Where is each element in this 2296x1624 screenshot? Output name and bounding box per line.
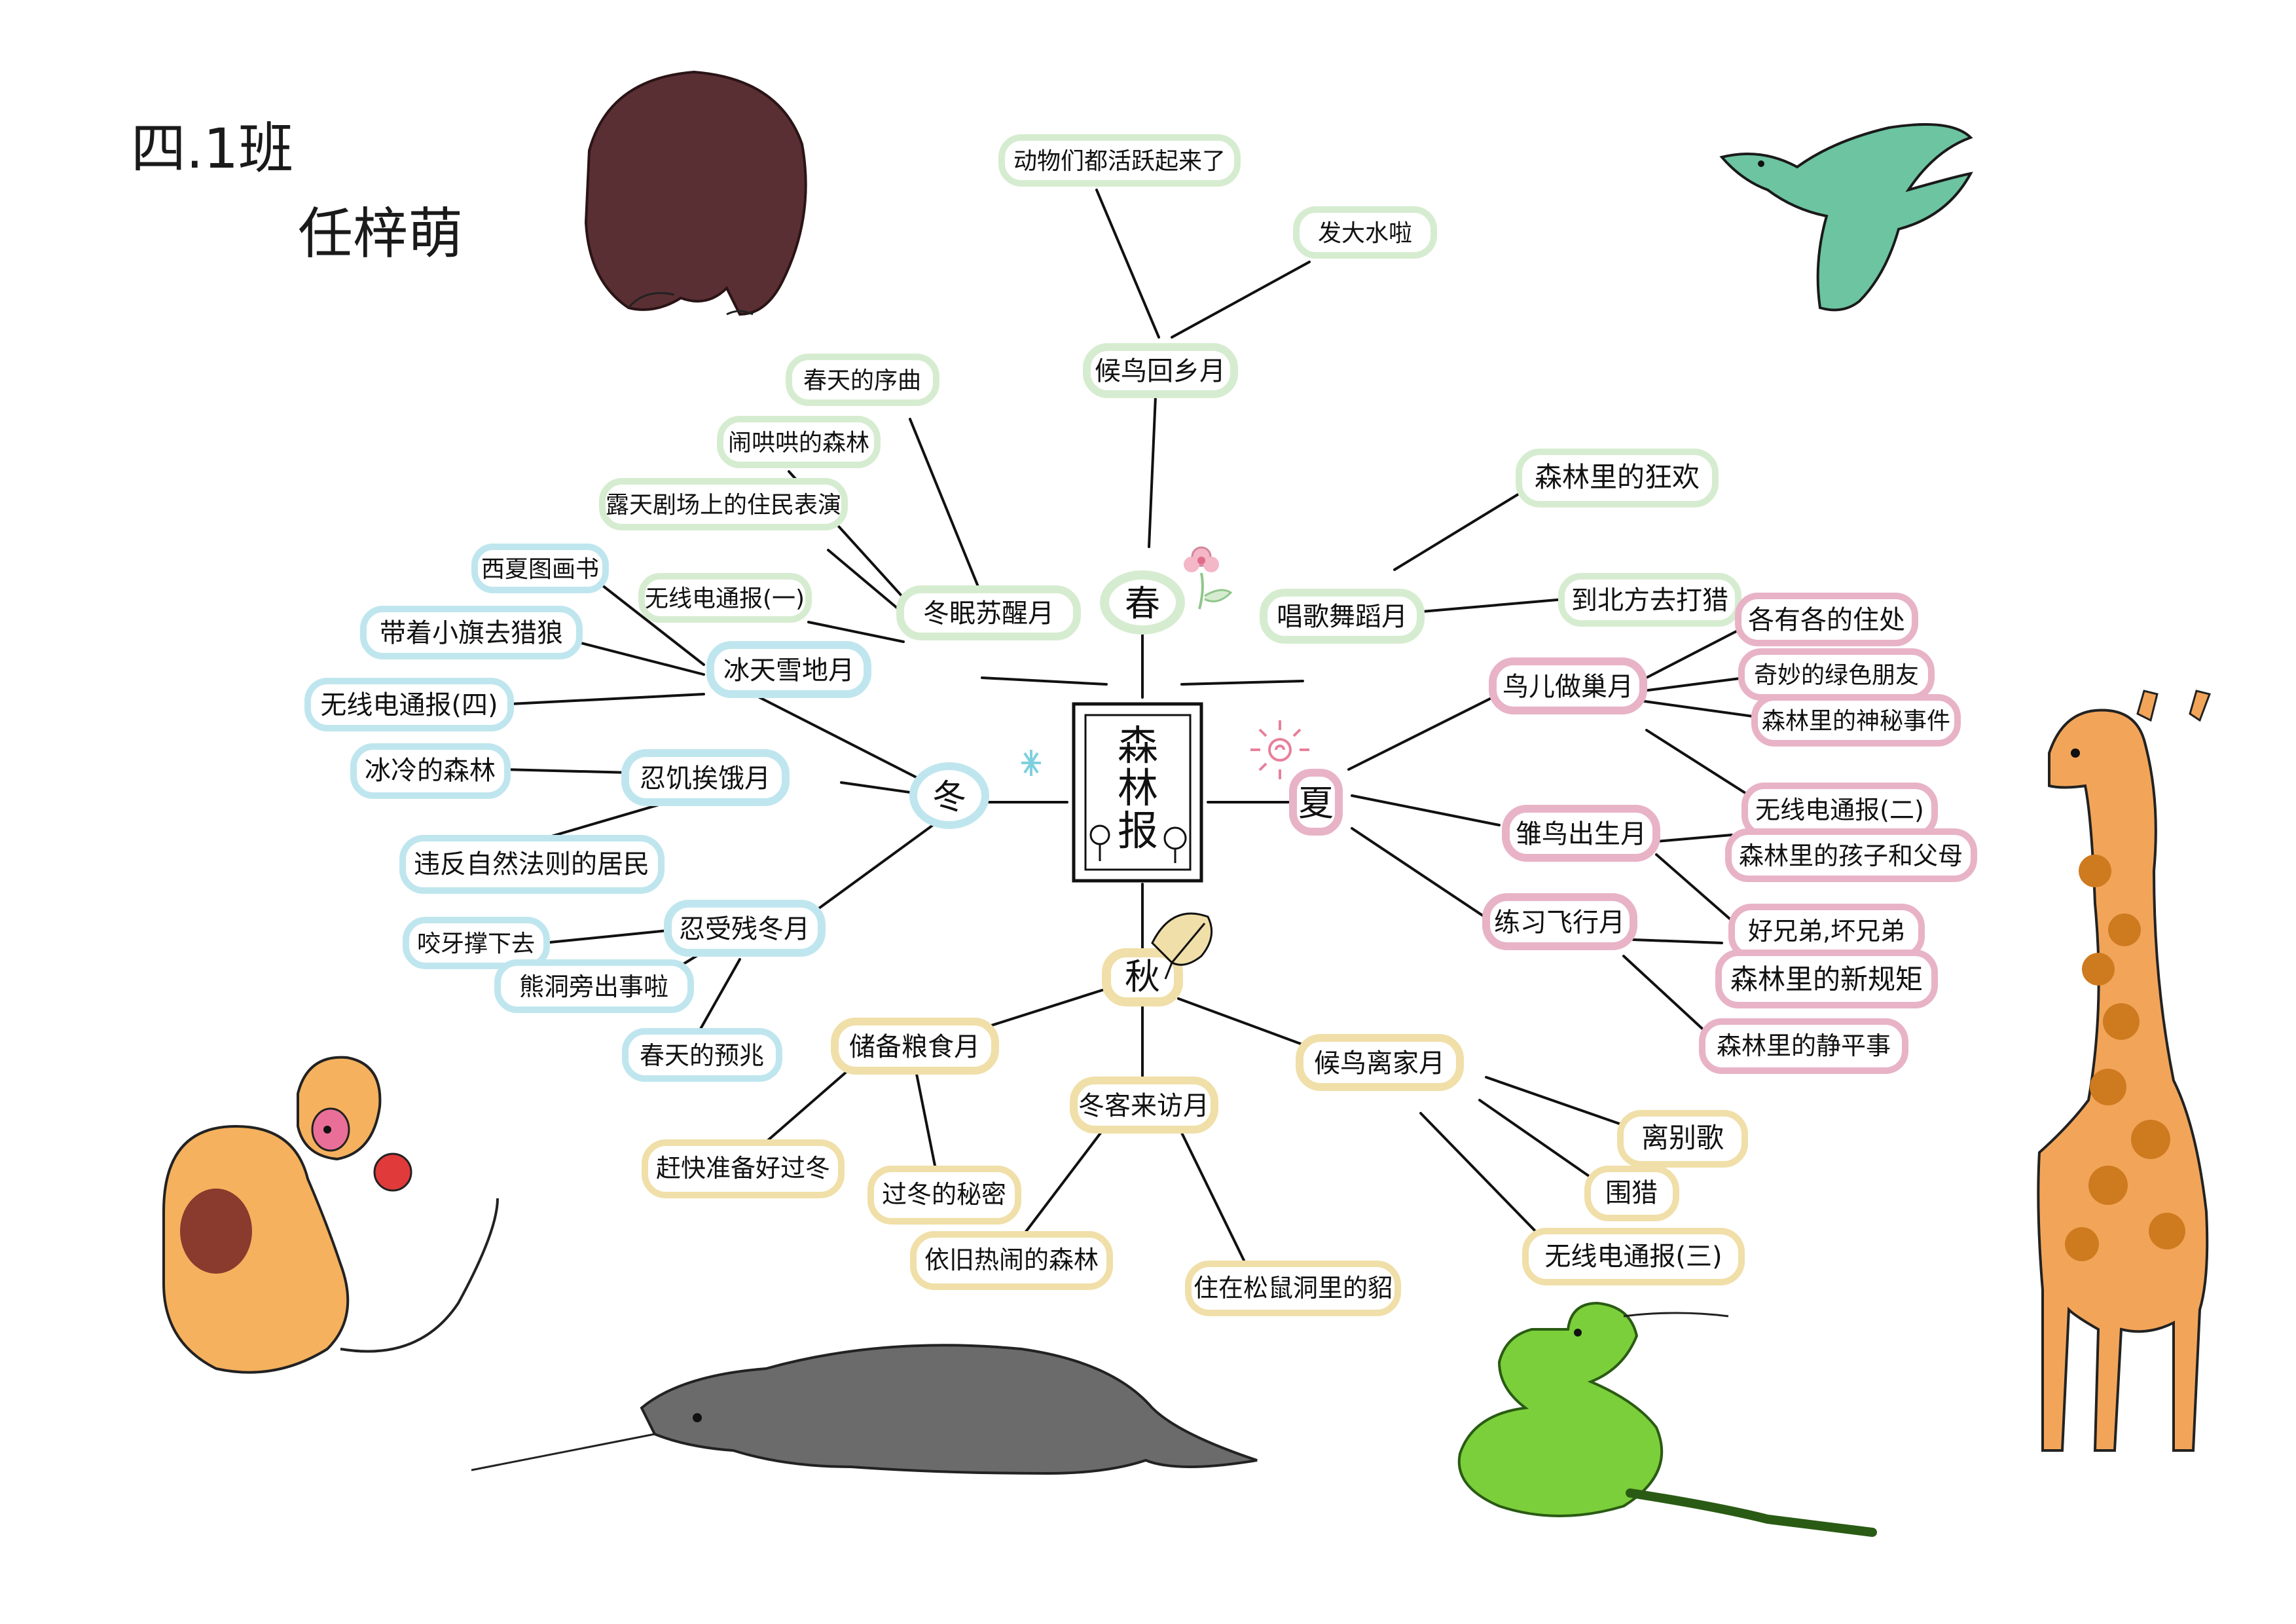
topic-summer-3-2: 森林里的新规矩 — [1730, 963, 1923, 995]
rat-icon — [471, 1344, 1258, 1475]
topic-summer-1-3: 森林里的神秘事件 — [1762, 708, 1950, 735]
topic-winter-1-1: 西夏图画书 — [481, 556, 599, 583]
connector-lines — [503, 189, 1759, 1268]
topic-spring-1-2: 闹哄哄的森林 — [728, 430, 869, 456]
topic-autumn-2-1: 依旧热闹的森林 — [924, 1246, 1099, 1274]
season-node-summer: 夏 — [1289, 769, 1343, 836]
topic-spring-1-1: 春天的序曲 — [803, 367, 921, 394]
topic-autumn-3-3: 无线电通报(三) — [1544, 1242, 1722, 1272]
topic-summer-3-3: 森林里的静平事 — [1717, 1031, 1891, 1060]
center-title-char-2: 林 — [1118, 764, 1158, 812]
topic-spring-1-4: 无线电通报(一) — [645, 585, 805, 612]
month-autumn-1: 储备粮食月 — [849, 1032, 980, 1062]
snake-icon — [1457, 1301, 1877, 1537]
month-winter-1: 冰天雪地月 — [723, 655, 854, 686]
month-autumn-2: 冬客来访月 — [1078, 1091, 1209, 1121]
season-node-autumn: 秋 — [1102, 948, 1183, 1006]
snowflake-icon — [1021, 750, 1041, 776]
month-winter-3: 忍受残冬月 — [679, 914, 810, 944]
bear-icon — [584, 70, 807, 316]
bird-icon — [1719, 123, 1973, 312]
center-title-char-3: 报 — [1118, 807, 1158, 855]
season-node-winter: 冬 — [909, 762, 989, 829]
topic-autumn-2-2: 住在松鼠洞里的貂 — [1194, 1274, 1393, 1302]
giraffe-icon — [2037, 690, 2211, 1452]
topic-winter-1-2: 带着小旗去猎狼 — [380, 618, 563, 648]
month-spring-2: 候鸟回乡月 — [1095, 356, 1226, 386]
monkey-icon — [162, 1056, 499, 1374]
month-winter-2: 忍饥挨饿月 — [640, 764, 771, 794]
topic-summer-3-1: 好兄弟,坏兄弟 — [1748, 917, 1905, 946]
month-nodes: 冬眠苏醒月 候鸟回乡月 唱歌舞蹈月 鸟儿做巢月 雏鸟出生月 练习飞行月 储备粮食… — [621, 343, 1660, 1134]
season-label-summer: 夏 — [1298, 783, 1334, 824]
student-name: 任梓萌 — [298, 202, 464, 266]
sun-icon — [1250, 720, 1309, 779]
topic-winter-3-1: 咬牙撑下去 — [417, 931, 535, 957]
topic-winter-2-2: 违反自然法则的居民 — [414, 849, 649, 879]
month-spring-1: 冬眠苏醒月 — [923, 599, 1054, 629]
class-label: 四.1班 — [131, 117, 294, 181]
topic-summer-1-4: 无线电通报(二) — [1755, 796, 1924, 824]
topic-winter-3-2: 熊洞旁出事啦 — [519, 972, 668, 1001]
topic-spring-2-1: 动物们都活跃起来了 — [1013, 148, 1226, 175]
flower-icon — [1184, 546, 1233, 610]
season-node-spring: 春 — [1100, 570, 1185, 635]
tree-icon — [1089, 824, 1187, 863]
month-autumn-3: 候鸟离家月 — [1314, 1048, 1445, 1079]
season-label-autumn: 秋 — [1125, 956, 1160, 997]
topic-spring-3-2: 到北方去打猎 — [1571, 585, 1728, 616]
topic-summer-2-1: 森林里的孩子和父母 — [1739, 841, 1963, 870]
topic-winter-2-1: 冰冷的森林 — [365, 756, 496, 786]
month-spring-3: 唱歌舞蹈月 — [1277, 602, 1408, 632]
leaf-icon — [1151, 912, 1213, 980]
season-label-winter: 冬 — [932, 778, 966, 817]
topic-autumn-3-2: 围猎 — [1605, 1178, 1658, 1208]
topic-spring-2-2: 发大水啦 — [1318, 220, 1412, 247]
month-summer-3: 练习飞行月 — [1494, 908, 1625, 938]
season-label-spring: 春 — [1125, 583, 1160, 624]
center-title-char-1: 森 — [1118, 722, 1158, 769]
topic-autumn-1-2: 过冬的秘密 — [882, 1180, 1006, 1209]
month-summer-2: 雏鸟出生月 — [1516, 819, 1647, 849]
topic-autumn-3-1: 离别歌 — [1641, 1122, 1724, 1154]
topic-winter-3-3: 春天的预兆 — [640, 1041, 764, 1070]
month-summer-1: 鸟儿做巢月 — [1503, 672, 1633, 702]
center-node: 森 林 报 — [1072, 702, 1203, 883]
topic-nodes: 春天的序曲 闹哄哄的森林 露天剧场上的住民表演 无线电通报(一) 动物们都活跃起… — [304, 134, 1977, 1316]
topic-autumn-1-1: 赶快准备好过冬 — [656, 1154, 830, 1183]
topic-summer-1-2: 奇妙的绿色朋友 — [1754, 662, 1919, 689]
topic-spring-1-3: 露天剧场上的住民表演 — [606, 492, 841, 519]
topic-winter-1-3: 无线电通报(四) — [320, 690, 498, 720]
topic-summer-1-1: 各有各的住处 — [1748, 605, 1905, 635]
topic-spring-3-1: 森林里的狂欢 — [1535, 461, 1700, 493]
